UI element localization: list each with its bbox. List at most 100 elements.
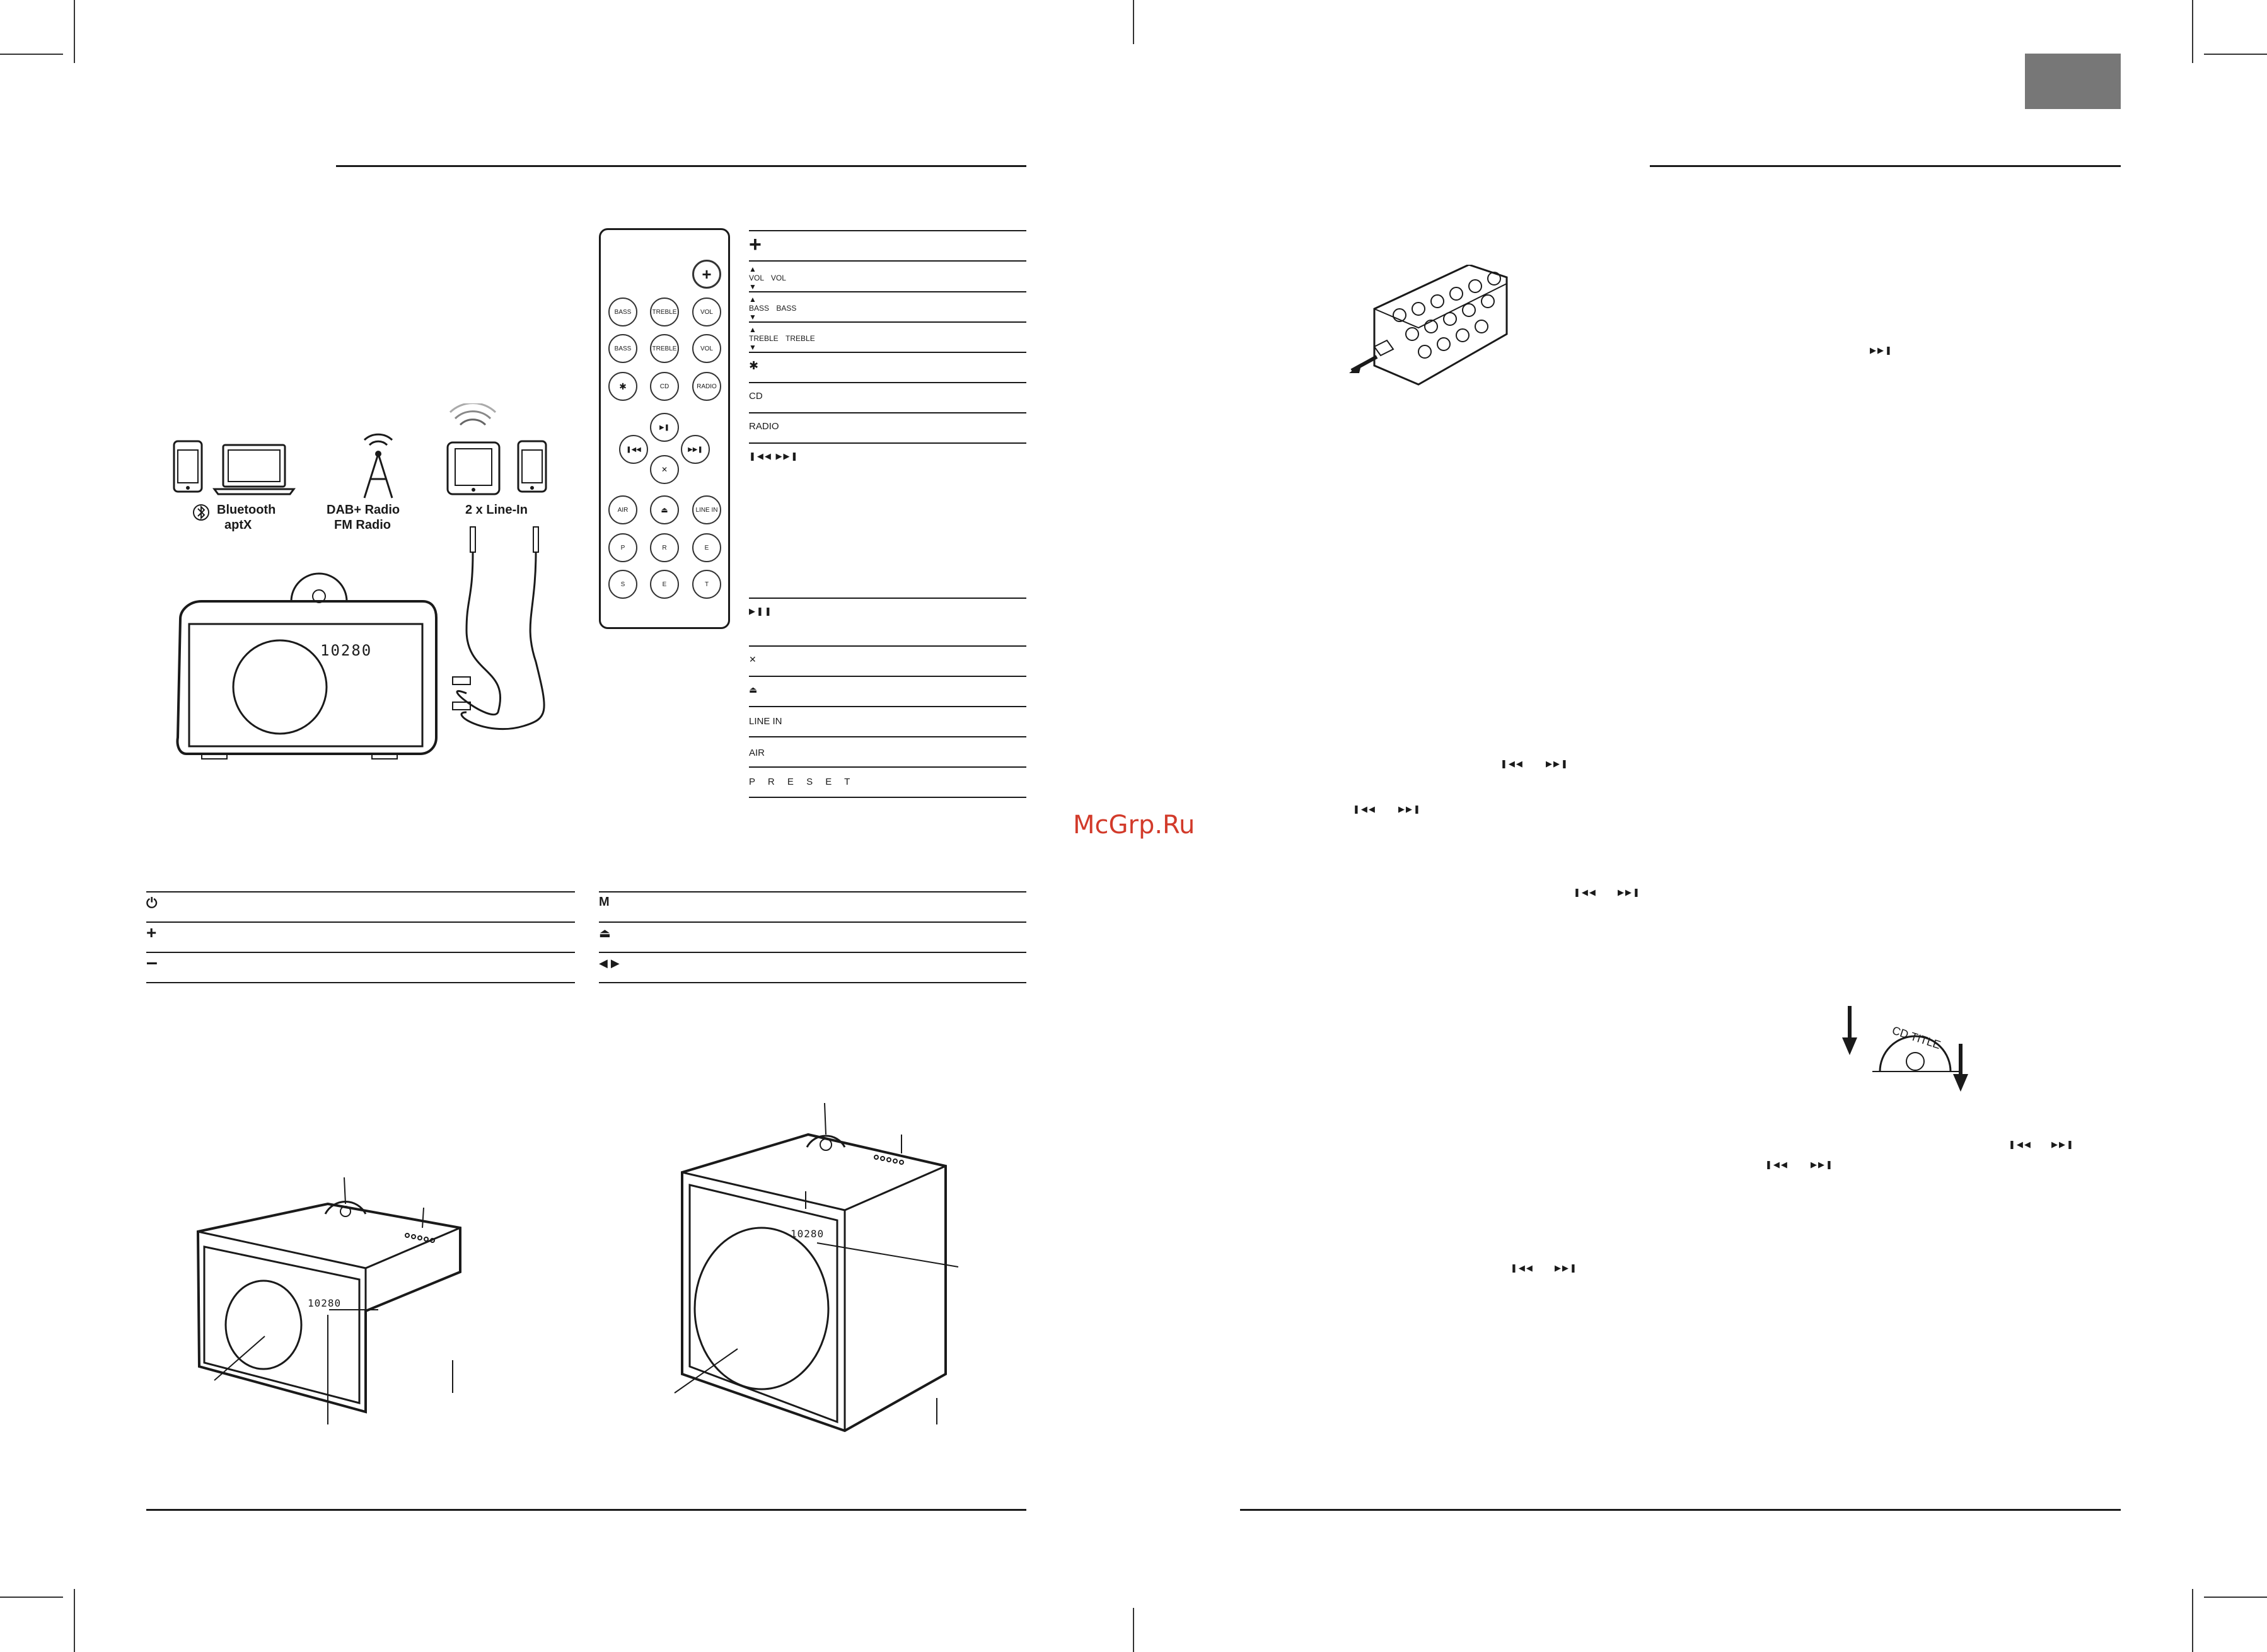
remote-mute-button[interactable]: ✕ [650, 455, 679, 484]
next-icon: ▶▶❚ [2051, 1140, 2075, 1149]
crop-mark [1133, 1608, 1134, 1652]
legend-plus-icon: + [749, 233, 762, 257]
plus-icon: + [146, 923, 157, 942]
radio-display-small: 10280 [308, 1297, 342, 1309]
legend-vol-up: ▲VOL [749, 265, 764, 282]
remote-vol-up[interactable]: VOL [692, 297, 721, 326]
radio-illustration-small [196, 1177, 461, 1424]
remote-prev-button[interactable]: ❚◀◀ [619, 435, 648, 464]
legend-rule [749, 382, 1026, 383]
legend-cd: CD [749, 391, 763, 401]
prev-icon: ❚◀◀ [1765, 1160, 1789, 1169]
legend-rule [749, 442, 1026, 444]
remote-e2-button[interactable]: E [650, 570, 679, 599]
remote-battery-illustration [1349, 265, 1508, 386]
crop-mark [0, 1597, 63, 1598]
arrows-icon: ◀ ▶ [599, 957, 620, 969]
eject-icon: ⏏ [599, 927, 611, 940]
legend-rule [749, 736, 1026, 737]
legend-treble-up: ▲TREBLE [749, 325, 779, 343]
remote-cd-button[interactable]: CD [650, 372, 679, 401]
legend-vol-down: VOL▼ [749, 274, 786, 291]
legend-rule [749, 321, 1026, 323]
controls-rule [146, 952, 575, 953]
prev-icon: ❚◀◀ [1510, 1263, 1534, 1273]
remote-play-pause-button[interactable]: ▶❚ [650, 413, 679, 442]
remote-air-button[interactable]: AIR [608, 495, 637, 524]
legend-treble-down: TREBLE▼ [749, 334, 815, 352]
legend-rule [749, 598, 1026, 599]
remote-treble-up[interactable]: TREBLE [650, 297, 679, 326]
crop-mark [2192, 1589, 2193, 1652]
legend-rule [749, 412, 1026, 413]
legend-preset: P R E S E T [749, 777, 855, 787]
legend-vol: ▲VOL VOL▼ [749, 265, 786, 291]
remote-r-button[interactable]: R [650, 533, 679, 562]
legend-rule [749, 260, 1026, 262]
legend-air: AIR [749, 748, 765, 758]
linein-label: 2 x Line-In [465, 503, 528, 517]
radio-display: 10280 [320, 642, 373, 659]
legend-rule [749, 706, 1026, 707]
remote-plus-button[interactable]: + [692, 260, 721, 289]
fm-label: FM Radio [334, 518, 391, 532]
remote-bass-up[interactable]: BASS [608, 297, 637, 326]
power-icon: ⏻ [146, 895, 158, 911]
legend-bass-down: BASS▼ [749, 304, 797, 321]
next-icon: ▶▶❚ [1618, 887, 1641, 897]
prev-icon: ❚◀◀ [1353, 804, 1376, 814]
controls-rule [146, 921, 575, 923]
remote-treble-down[interactable]: TREBLE [650, 334, 679, 363]
remote-p-button[interactable]: P [608, 533, 637, 562]
cd-title-label: CD TITLE [1891, 1024, 1942, 1051]
legend-radio: RADIO [749, 421, 779, 432]
legend-bass: ▲BASS BASS▼ [749, 295, 796, 321]
crop-mark [2204, 1597, 2267, 1598]
remote-t-button[interactable]: T [692, 570, 721, 599]
remote-vol-down[interactable]: VOL [692, 334, 721, 363]
controls-rule [146, 891, 575, 892]
next-icon: ▶▶❚ [1811, 1160, 1834, 1169]
legend-bass-up: ▲BASS [749, 295, 770, 313]
legend-treble: ▲TREBLE TREBLE▼ [749, 325, 815, 352]
legend-mute-icon: ✕ [749, 654, 758, 664]
controls-rule [599, 982, 1026, 983]
remote-bluetooth-button[interactable]: ✱ [608, 372, 637, 401]
speaker-display: 10280 [791, 1228, 825, 1240]
source-devices [173, 403, 547, 499]
remote-e-button[interactable]: E [692, 533, 721, 562]
remote-bass-down[interactable]: BASS [608, 334, 637, 363]
remote-eject-button[interactable]: ⏏ [650, 495, 679, 524]
legend-rule [749, 645, 1026, 647]
crop-mark [2192, 0, 2193, 63]
bluetooth-label: Bluetooth [217, 503, 276, 517]
header-rule-left [336, 165, 1026, 167]
legend-rule [749, 766, 1026, 768]
footer-rule-right [1240, 1509, 2121, 1511]
remote-control [599, 228, 730, 629]
cd-insert-illustration: CD TITLE [1842, 1006, 1968, 1092]
legend-eject-icon: ⏏ [749, 684, 759, 695]
legend-skip-icons: ❚◀◀ ▶▶❚ [749, 451, 799, 461]
controls-rule [146, 982, 575, 983]
remote-linein-button[interactable]: LINE IN [692, 495, 721, 524]
crop-mark [2204, 54, 2267, 55]
remote-s-button[interactable]: S [608, 570, 637, 599]
minus-icon: – [146, 950, 158, 973]
crop-mark [1133, 0, 1134, 44]
remote-radio-button[interactable]: RADIO [692, 372, 721, 401]
header-rule-right [1650, 165, 2121, 167]
footer-rule-left [146, 1509, 1026, 1511]
remote-next-button[interactable]: ▶▶❚ [681, 435, 710, 464]
prev-icon: ❚◀◀ [2009, 1140, 2032, 1149]
legend-rule [749, 797, 1026, 798]
crop-mark [0, 54, 63, 55]
bluetooth-icon [193, 504, 209, 521]
next-icon: ▶▶❚ [1555, 1263, 1578, 1273]
m-button-label: M [599, 895, 610, 909]
legend-play-pause-icon: ▶❚❚ [749, 606, 773, 616]
legend-rule [749, 352, 1026, 353]
speaker-cube-illustration [674, 1102, 959, 1433]
prev-icon: ❚◀◀ [1574, 887, 1597, 897]
controls-rule [599, 891, 1026, 892]
